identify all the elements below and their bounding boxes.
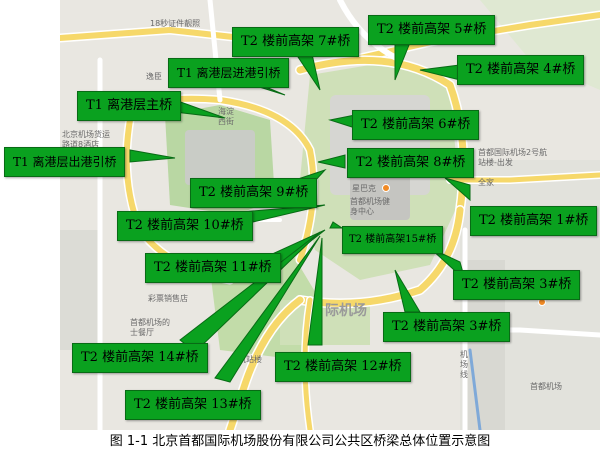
leader-t1-main <box>174 99 226 119</box>
label-t2-bridge-10: T2 楼前高架 10#桥 <box>117 211 253 241</box>
label-t1-main-bridge: T1 离港层主桥 <box>77 91 182 121</box>
leader-t2-10 <box>239 204 326 226</box>
map-text-starbucks: 星巴克 <box>352 184 376 193</box>
map-text-lottery: 彩票销售店 <box>148 294 188 303</box>
leader-t2-4 <box>419 64 461 81</box>
map-text-taxi-restaurant: 首都机场的士餐厅 <box>130 318 170 337</box>
label-t2-bridge-13: T2 楼前高架 13#桥 <box>125 390 261 420</box>
label-t2-bridge-6: T2 楼前高架 6#桥 <box>352 110 480 140</box>
label-t2-bridge-1: T2 楼前高架 1#桥 <box>470 206 598 236</box>
leader-t2-3b <box>394 269 421 313</box>
label-t2-bridge-4: T2 楼前高架 4#桥 <box>457 55 585 85</box>
leader-t2-15 <box>329 221 344 229</box>
label-t2-bridge-15: T2 楼前高架15#桥 <box>342 226 444 254</box>
label-t2-bridge-14: T2 楼前高架 14#桥 <box>72 343 208 373</box>
label-t2-bridge-7: T2 楼前高架 7#桥 <box>232 27 360 57</box>
map-text-familymart: 全家 <box>478 178 494 187</box>
poi-marker-starbucks <box>382 184 390 192</box>
leader-t1-depart-out <box>129 149 176 163</box>
map-text-xijie: 西街 <box>218 117 234 126</box>
map-text-airport-line: 机场线 <box>460 350 468 379</box>
map-text-shop: 18秒证件靓照 <box>150 19 201 28</box>
label-t2-bridge-12: T2 楼前高架 12#桥 <box>275 352 411 382</box>
label-t2-bridge-11: T2 楼前高架 11#桥 <box>145 253 281 283</box>
map-text-hotel: 北京机场货运路道8酒店 <box>62 130 110 149</box>
label-t2-bridge-5: T2 楼前高架 5#桥 <box>368 15 496 45</box>
label-t1-depart-in-bridge: T1 离港层进港引桥 <box>168 58 290 88</box>
label-t2-bridge-3b: T2 楼前高架 3#桥 <box>383 312 511 342</box>
map-text-gym: 首都机场健身中心 <box>350 197 390 216</box>
map-text-terminal: 航站楼 <box>238 355 262 364</box>
leader-t2-8 <box>317 154 346 169</box>
map-text-t2-departure: 首都国际机场2号航站楼-出发 <box>478 148 548 167</box>
leader-t2-12 <box>307 237 323 346</box>
label-t1-depart-out-bridge: T1 离港层出港引桥 <box>4 147 126 177</box>
label-t2-bridge-8: T2 楼前高架 8#桥 <box>347 148 475 178</box>
map-text-yichen: 逸臣 <box>146 72 162 81</box>
map-text-capital-airport: 首都机场 <box>530 382 562 391</box>
label-t2-bridge-3a: T2 楼前高架 3#桥 <box>453 270 581 300</box>
leader-t2-13 <box>214 235 321 383</box>
map-text-haidian: 海淀 <box>218 107 234 116</box>
leader-t2-1 <box>444 177 471 202</box>
figure-caption: 图 1-1 北京首都国际机场股份有限公司公共区桥梁总体位置示意图 <box>109 434 491 449</box>
map-text-airport: 际机场 <box>325 303 367 319</box>
label-t2-bridge-9: T2 楼前高架 9#桥 <box>190 178 318 208</box>
